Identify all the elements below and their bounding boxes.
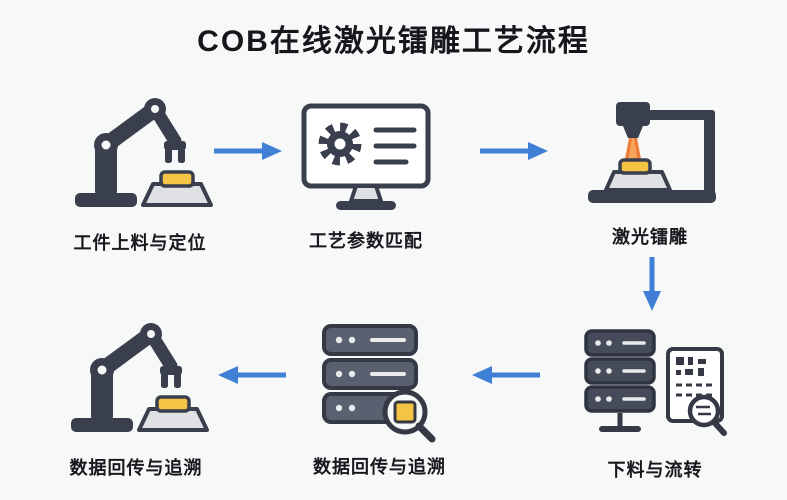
- station-label: 下料与流转: [607, 460, 703, 480]
- station-label: 数据回传与追溯: [69, 458, 203, 478]
- station-unloading-transfer: 下料与流转: [580, 325, 730, 482]
- robot-arm-icon: [71, 323, 209, 432]
- station-label: 数据回传与追溯: [313, 457, 446, 477]
- station-label: 工艺参数匹配: [309, 231, 423, 251]
- arrow-right-icon: [478, 140, 550, 162]
- server-document-icon: [584, 329, 727, 436]
- arrow-down-icon: [641, 255, 663, 313]
- station-label: 工件上料与定位: [73, 233, 207, 253]
- station-laser-marking: 激光镭雕: [570, 102, 730, 249]
- station-data-traceability-robot: 数据回传与追溯: [61, 310, 211, 480]
- station-data-traceability: 数据回传与追溯: [312, 322, 447, 479]
- arrow-left-icon: [216, 364, 288, 386]
- server-magnifier-icon: [322, 324, 436, 443]
- monitor-gear-icon: [301, 103, 431, 210]
- robot-arm-icon: [75, 98, 213, 207]
- station-label: 激光镭雕: [612, 227, 688, 247]
- laser-marking-icon: [588, 102, 716, 203]
- station-parameter-matching: 工艺参数匹配: [296, 100, 436, 253]
- station-workpiece-loading: 工件上料与定位: [65, 85, 215, 255]
- diagram-title: COB在线激光镭雕工艺流程: [197, 25, 590, 58]
- arrow-right-icon: [212, 140, 284, 162]
- arrow-left-icon: [470, 364, 542, 386]
